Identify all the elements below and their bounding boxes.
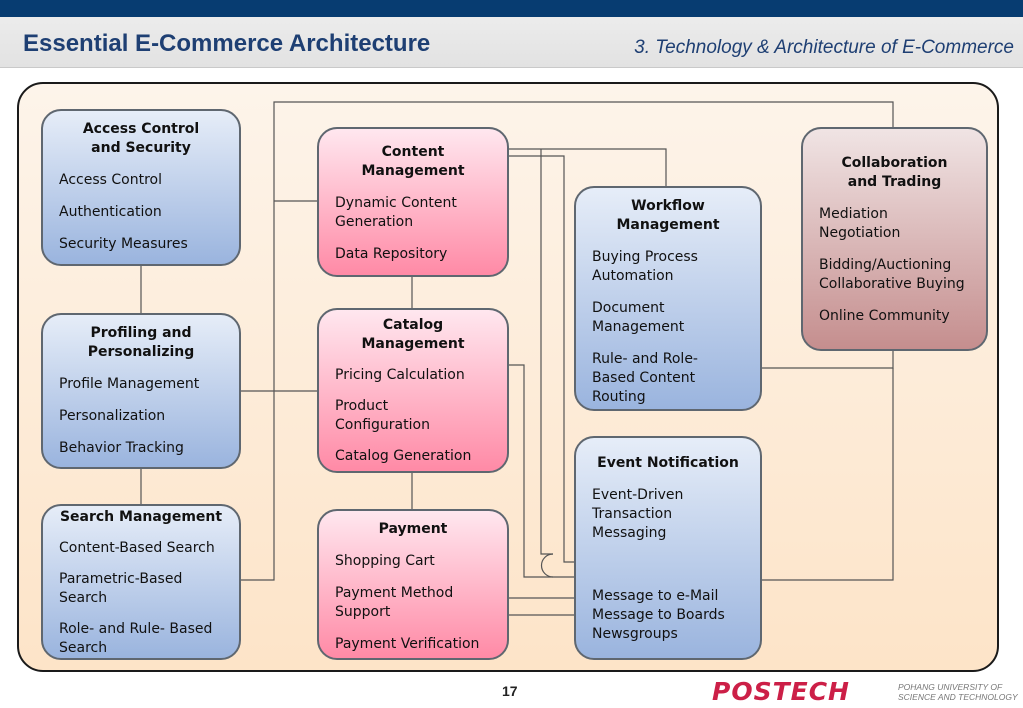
access-control-box: Access Control and Security Access Contr… — [41, 109, 241, 266]
list-item: Buying Process Automation — [592, 249, 698, 284]
search-management-title: Search Management — [59, 509, 223, 525]
list-item: Catalog Generation — [335, 448, 472, 464]
collaboration-box: Collaboration and Trading Mediation Nego… — [801, 127, 988, 351]
list-item: Behavior Tracking — [59, 440, 184, 456]
payment-title: Payment — [378, 521, 448, 537]
search-management-box: Search Management Content-Based Search P… — [41, 504, 241, 660]
list-item: Parametric-Based Search — [59, 571, 183, 606]
list-item: Product Configuration — [335, 398, 430, 433]
list-item: Authentication — [59, 204, 162, 220]
postech-logo-subtext: POHANG UNIVERSITY OF SCIENCE AND TECHNOL… — [898, 682, 1018, 702]
access-control-title: Access Control and Security — [82, 121, 200, 156]
list-item: Rule- and Role- Based Content Routing — [592, 351, 698, 405]
list-item: Bidding/Auctioning Collaborative Buying — [819, 257, 965, 292]
list-item: Content-Based Search — [59, 540, 215, 556]
header-band: Essential E-Commerce Architecture 3. Tec… — [0, 17, 1023, 68]
list-item: Pricing Calculation — [335, 367, 465, 383]
list-item: Message to e-Mail Message to Boards News… — [592, 588, 725, 642]
profiling-box: Profiling and Personalizing Profile Mana… — [41, 313, 241, 469]
list-item: Data Repository — [335, 246, 448, 262]
postech-logo: POSTECH — [712, 677, 850, 706]
content-management-title: Content Management — [361, 144, 465, 179]
list-item: Payment Method Support — [335, 585, 454, 620]
event-notification-title: Event Notification — [597, 455, 739, 471]
workflow-management-box: Workflow Management Buying Process Autom… — [574, 186, 762, 411]
list-item: Shopping Cart — [335, 553, 435, 569]
page-title: Essential E-Commerce Architecture — [23, 30, 431, 57]
payment-box: Payment Shopping Cart Payment Method Sup… — [317, 509, 509, 660]
list-item: Security Measures — [59, 236, 188, 252]
list-item: Document Management — [592, 300, 685, 335]
catalog-management-title: Catalog Management — [361, 317, 465, 352]
list-item: Role- and Rule- Based Search — [59, 621, 213, 656]
list-item: Access Control — [59, 172, 162, 188]
list-item: Event-Driven Transaction Messaging — [592, 487, 684, 541]
profiling-title: Profiling and Personalizing — [87, 325, 195, 360]
list-item: Mediation Negotiation — [819, 206, 901, 241]
workflow-management-title: Workflow Management — [616, 198, 720, 233]
list-item: Profile Management — [59, 376, 200, 392]
section-subtitle: 3. Technology & Architecture of E-Commer… — [634, 37, 1014, 58]
list-item: Personalization — [59, 408, 166, 424]
list-item: Dynamic Content Generation — [335, 195, 457, 230]
page-number: 17 — [502, 683, 518, 699]
top-bar — [0, 0, 1023, 17]
collaboration-title: Collaboration and Trading — [841, 155, 948, 190]
catalog-management-box: Catalog Management Pricing Calculation P… — [317, 308, 509, 473]
list-item: Payment Verification — [335, 636, 480, 652]
content-management-box: Content Management Dynamic Content Gener… — [317, 127, 509, 277]
list-item: Online Community — [819, 308, 950, 324]
event-notification-box: Event Notification Event-Driven Transact… — [574, 436, 762, 660]
